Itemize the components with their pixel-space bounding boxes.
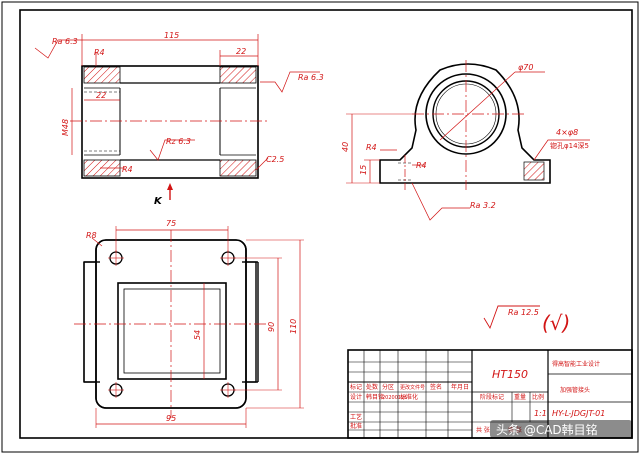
tb-drawing-no: HY-L-JDGJT-01	[552, 409, 605, 418]
front-radius-top: R4	[94, 48, 105, 57]
front-roughness-right: Ra 6.3	[298, 73, 324, 82]
side-radius-inner: R4	[416, 161, 427, 170]
front-thread: M48	[61, 119, 70, 136]
front-radius-bottom: R4	[122, 165, 133, 174]
side-outer-circle	[425, 73, 507, 155]
side-radius-left: R4	[366, 143, 377, 152]
front-roughness-bore: Rz 6.3	[166, 137, 191, 146]
tb-page-label: 第 张	[508, 426, 522, 434]
tb-date: 20200125	[382, 395, 407, 401]
hatch-bottom-right	[219, 159, 257, 177]
bottom-view: R8 75 54 90 110 95	[74, 219, 304, 428]
front-view: Ra 6.3 R4 115 22 22 M48 Ra 6.3 Rz 6.3 C2…	[34, 31, 324, 207]
front-overall-length: 115	[164, 31, 179, 40]
side-diameter: φ70	[518, 63, 533, 72]
front-right-length: 22	[236, 47, 246, 56]
side-view: φ70 40 15 R4 R4 4×φ8 锪孔φ14深5 Ra 3.2	[341, 60, 590, 221]
tb-row-label-4: 签名	[430, 383, 442, 391]
bottom-hole-spacing-x: 75	[166, 219, 176, 228]
side-body-outline	[379, 63, 551, 184]
side-height: 40	[341, 142, 350, 152]
general-roughness-value: Ra 12.5	[508, 308, 539, 317]
bottom-window-height: 54	[193, 330, 202, 340]
tb-row-label-0: 标记	[350, 383, 362, 391]
tb-approve-label: 批准	[350, 422, 362, 430]
tb-weight-label: 重量	[514, 393, 526, 401]
hatch-top-left	[83, 66, 121, 84]
bottom-overall-height: 110	[289, 319, 298, 334]
bottom-radius-corner: R8	[86, 231, 97, 240]
inner-frame	[19, 9, 633, 439]
tb-part-name: 加强管接头	[560, 386, 590, 394]
tb-scale-label: 比例	[532, 393, 544, 401]
general-roughness-other: (√)	[542, 311, 570, 335]
hatch-top-right	[219, 66, 257, 84]
side-roughness: Ra 3.2	[470, 201, 496, 210]
front-left-length: 22	[96, 91, 106, 100]
view-letter: K	[154, 196, 163, 207]
side-counterbore: 锪孔φ14深5	[550, 141, 589, 150]
tb-scale: 1:1	[534, 409, 547, 418]
tb-row-label-1: 处数	[366, 383, 378, 391]
front-roughness-top: Ra 6.3	[52, 37, 78, 46]
tb-designer-label: 设计	[350, 393, 362, 401]
tb-row-label-5: 年月日	[451, 383, 469, 391]
front-chamfer: C2.5	[266, 155, 284, 164]
bottom-hole-spacing-y: 90	[267, 322, 276, 332]
tb-row-label-3: 更改文件号	[400, 384, 425, 391]
tb-process-label: 工艺	[350, 413, 362, 421]
title-block: HT150 得高智能工业设计 加强管接头 HY-L-JDGJT-01 1:1 标…	[347, 349, 633, 439]
front-body-outline	[81, 65, 259, 179]
side-base-height: 15	[359, 165, 368, 175]
watermark: 头条 @CAD韩目铭	[490, 420, 632, 438]
tb-designer-name: 韩目铭	[366, 393, 384, 401]
tb-standardization-label: 标准化	[400, 393, 418, 401]
watermark-text: 头条 @CAD韩目铭	[496, 422, 598, 437]
tb-material: HT150	[492, 368, 528, 381]
window-outline	[117, 282, 227, 380]
side-holes: 4×φ8	[556, 128, 578, 137]
tb-sheet-label: 共 张	[476, 426, 490, 434]
window-inner	[123, 288, 221, 374]
general-roughness: Ra 12.5 (√)	[483, 305, 570, 335]
tb-stage-label: 阶段标记	[480, 393, 504, 401]
side-hole-section	[523, 161, 545, 181]
tb-row-label-2: 分区	[382, 383, 394, 391]
tb-school: 得高智能工业设计	[552, 360, 600, 368]
bottom-overall-width: 95	[166, 414, 176, 423]
